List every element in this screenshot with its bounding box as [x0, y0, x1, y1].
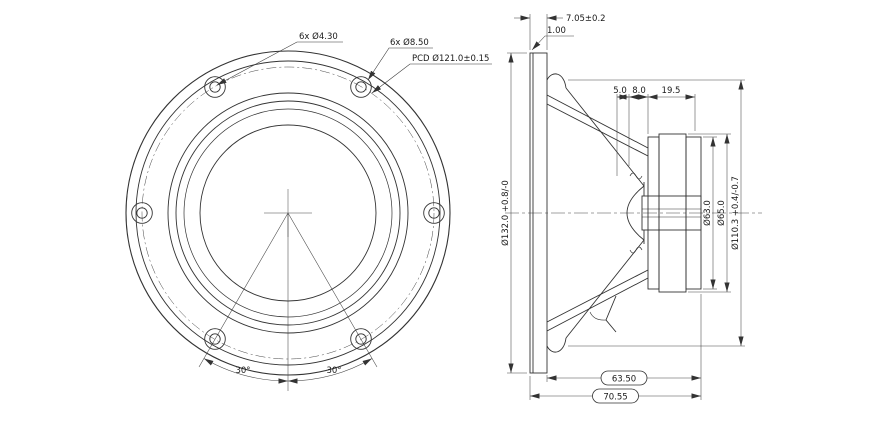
callout-holes-small: 6x Ø4.30: [299, 31, 338, 42]
label-chain-b: 8.0: [632, 86, 646, 96]
basket-leg: [546, 277, 649, 332]
leader-holes-large: [367, 47, 433, 81]
spider-top: [629, 172, 643, 180]
mounting-hole: [423, 202, 445, 224]
front-view: 6x Ø4.30 6x Ø8.50 PCD Ø121.0±0.15 30° 30…: [125, 31, 492, 391]
mounting-holes: [131, 76, 445, 350]
front-view-callout-labels: 6x Ø4.30 6x Ø8.50 PCD Ø121.0±0.15: [299, 31, 489, 64]
leader-holes-small: [216, 41, 343, 86]
dust-cap: [626, 185, 645, 241]
angle-labels: 30° 30°: [235, 366, 341, 376]
surround-top: [546, 73, 567, 89]
basket-leg: [546, 269, 649, 323]
label-plate-diameter: Ø63.0: [702, 200, 713, 226]
label-magnet-diameter: Ø65.0: [716, 200, 727, 226]
cone-top: [565, 87, 645, 187]
terminal: [605, 295, 617, 333]
mounting-hole: [131, 202, 153, 224]
angle-ray-right: [287, 212, 378, 368]
callout-pcd: PCD Ø121.0±0.15: [412, 53, 489, 64]
section-outline: [529, 52, 702, 374]
tinsel-wire: [589, 311, 607, 321]
angle-arc-right: [287, 358, 373, 384]
label-flange-thickness: 7.05±0.2: [566, 14, 606, 24]
flange: [529, 52, 548, 374]
mounting-hole: [204, 328, 226, 350]
mounting-hole: [350, 76, 372, 98]
label-overall-depth: 70.55: [603, 393, 627, 403]
depth-badges: [592, 370, 648, 404]
label-basket-diameter: Ø110.3 +0.4/-0.7: [730, 176, 741, 250]
label-chain-c: 19.5: [662, 86, 681, 96]
basket-leg: [546, 103, 649, 157]
basket-leg: [546, 94, 649, 149]
spider-bottom: [629, 246, 643, 254]
angle-ray-left: [198, 212, 289, 368]
callout-holes-large: 6x Ø8.50: [390, 37, 429, 48]
angle-dimensions: [198, 212, 378, 391]
label-gasket-thickness: 1.00: [547, 26, 566, 36]
label-mounting-depth: 63.50: [612, 375, 636, 385]
side-view-dim-labels: 7.05±0.2 1.00 5.0 8.0 19.5 Ø132.0 +0.8/-…: [500, 14, 741, 403]
front-view-leaders: [216, 41, 492, 94]
cone-bottom: [565, 239, 645, 339]
mounting-hole: [204, 76, 226, 98]
mounting-hole: [350, 328, 372, 350]
label-outer-diameter: Ø132.0 +0.8/-0: [500, 180, 511, 246]
angle-label-left: 30°: [235, 366, 250, 376]
leader-pcd: [371, 63, 492, 94]
side-view: 7.05±0.2 1.00 5.0 8.0 19.5 Ø132.0 +0.8/-…: [500, 14, 762, 404]
pole-piece: [641, 195, 702, 231]
overall-depth-badge: [592, 388, 639, 404]
mounting-depth-badge: [600, 370, 648, 386]
angle-arc-left: [203, 358, 289, 384]
angle-label-right: 30°: [326, 366, 341, 376]
label-chain-a: 5.0: [613, 86, 627, 96]
surround-bottom: [546, 337, 567, 353]
dim-gasket: [531, 35, 574, 51]
